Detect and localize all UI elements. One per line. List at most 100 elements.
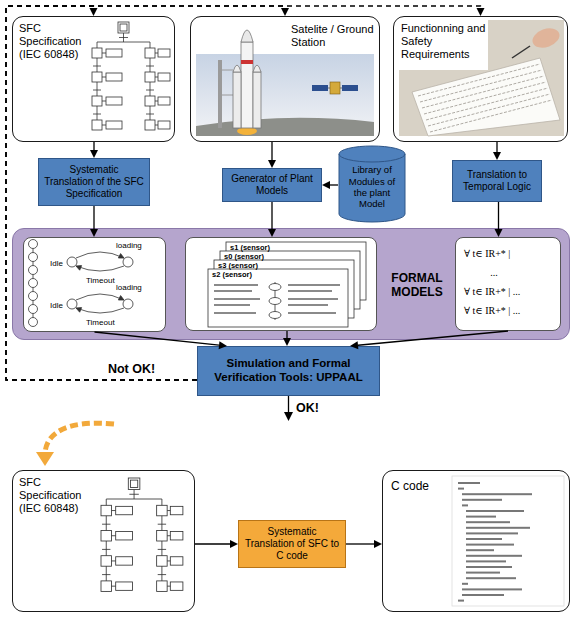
arrow-head <box>322 181 330 189</box>
feedback-arrow <box>6 6 485 380</box>
flow-arrow <box>350 331 508 349</box>
node-label: Translation to Temporal Logic <box>457 169 537 193</box>
connector-line <box>6 6 197 380</box>
flow-arrow <box>90 142 98 158</box>
node-label: s1 (sensor) <box>230 243 320 252</box>
arrow-head <box>350 341 358 349</box>
flow-arrow <box>322 181 338 189</box>
text-slot: FORMAL MODELS <box>381 271 453 300</box>
input-box: SFC Specification (IEC 60848) <box>12 16 175 142</box>
input-box: SFC Specification (IEC 60848) <box>12 470 195 612</box>
connector-line <box>358 331 508 345</box>
arrow-head <box>281 8 289 16</box>
process-box: Systematic Translation of SFC to C code <box>238 520 346 568</box>
feedback-arrow <box>6 6 289 380</box>
connector-line <box>286 331 287 338</box>
arrow-head <box>283 338 291 346</box>
node-label: ∀ t∈ IR+* | ... <box>464 286 558 298</box>
flow-arrow <box>90 206 98 237</box>
process-box: Systematic Translation of the SFC Specif… <box>38 158 150 206</box>
automata-picture <box>29 240 134 327</box>
node-label: C code <box>391 479 451 493</box>
node-label: Idle <box>50 301 72 311</box>
node-label: ∀ t∈ IR+* | ... <box>464 305 558 317</box>
node-label: s3 (sensor) <box>218 261 308 270</box>
process-box: Translation to Temporal Logic <box>452 160 542 202</box>
node-label: SFC Specification (IEC 60848) <box>19 476 91 516</box>
group-band: FORMAL MODELS Idle loadingTimeout Idle loadi… <box>12 228 570 340</box>
arrow-head <box>90 8 98 16</box>
edge-label: Not OK! <box>106 362 157 377</box>
flow-arrow <box>95 332 228 349</box>
text-slot: ... <box>464 267 524 279</box>
node-label: s0 (sensor) <box>224 252 314 261</box>
status-label: OK! <box>296 401 319 416</box>
ok-arrow <box>284 396 293 421</box>
text-slot: Timeout <box>86 318 126 328</box>
node-label: Library of Modules of the plant Model <box>342 164 402 210</box>
cylinder-body <box>339 146 405 222</box>
rocket-picture <box>196 30 374 136</box>
node-label: Simulation and Formal Verification Tools… <box>204 357 373 385</box>
sfc-chart <box>92 22 183 591</box>
output-box: C code <box>382 470 570 612</box>
arrow-head <box>477 8 485 16</box>
text-slot: loading <box>116 241 156 251</box>
flow-arrow <box>268 142 276 168</box>
arrow-head <box>268 229 276 237</box>
node-label: Timeout <box>86 318 126 328</box>
cylinder-rim <box>339 154 405 162</box>
model-panel: IdleloadingTimeoutIdleloadingTimeout <box>23 237 166 332</box>
connector-line <box>271 142 272 160</box>
node-label: ... <box>464 267 524 279</box>
model-panel: s1 (sensor)s0 (sensor)s3 (sensor)s2 (sen… <box>185 237 377 331</box>
connector-line <box>195 543 230 544</box>
connector-line <box>6 6 481 380</box>
tool-box: Simulation and Formal Verification Tools… <box>197 346 380 396</box>
database-cylinder: Library of Modules of the plant Model <box>338 146 406 222</box>
text-slot: SFC Specification (IEC 60848) <box>19 22 91 62</box>
node-label: FORMAL MODELS <box>381 271 453 300</box>
connector-line <box>93 206 94 229</box>
input-box: Satelite / Ground Station <box>190 16 380 142</box>
input-box: Functionning and Safety Requirements <box>393 16 568 142</box>
node-label: Satelite / Ground Station <box>291 23 375 49</box>
text-slot: Satelite / Ground Station <box>291 23 375 49</box>
flow-arrow <box>346 540 382 548</box>
text-slot: Idle <box>50 301 72 311</box>
text-slot: s2 (sensor) <box>212 270 302 279</box>
connector-line <box>330 184 338 185</box>
flow-arrow <box>268 202 276 237</box>
process-box: Generator of Plant Models <box>222 168 322 202</box>
text-slot: ∀ t∈ IR+* | ... <box>464 286 558 298</box>
edge-label-holder: Not OK! <box>106 362 157 377</box>
connector-line <box>93 142 94 150</box>
model-panel: ∀ t∈ IR+* |...∀ t∈ IR+* | ...∀ t∈ IR+* |… <box>455 237 561 331</box>
plant-model-cards <box>208 242 366 327</box>
connector-line <box>496 142 497 152</box>
arrow-head <box>90 229 98 237</box>
connector-line <box>95 332 220 345</box>
flow-arrow <box>493 142 501 160</box>
feedback-arrow <box>6 6 197 380</box>
node-label: Systematic Translation of SFC to C code <box>243 526 341 562</box>
arrow-head <box>90 150 98 158</box>
node-label: Generator of Plant Models <box>227 173 317 197</box>
text-slot: SFC Specification (IEC 60848) <box>19 476 91 516</box>
text-slot: Idle <box>50 259 72 269</box>
arrow-head <box>493 152 501 160</box>
node-label: SFC Specification (IEC 60848) <box>19 22 91 62</box>
text-slot: Functionning and Safety Requirements <box>401 22 487 62</box>
flow-arrow <box>495 202 503 237</box>
connector-line <box>6 6 285 380</box>
text-slot: s0 (sensor) <box>224 252 314 261</box>
node-label: loading <box>116 241 156 251</box>
text-slot: s3 (sensor) <box>218 261 308 270</box>
arrow-head <box>374 540 382 548</box>
arrow-head <box>268 160 276 168</box>
node-label: loading <box>116 283 156 293</box>
connector-line <box>271 202 272 229</box>
node-label: Systematic Translation of the SFC Specif… <box>44 164 144 200</box>
